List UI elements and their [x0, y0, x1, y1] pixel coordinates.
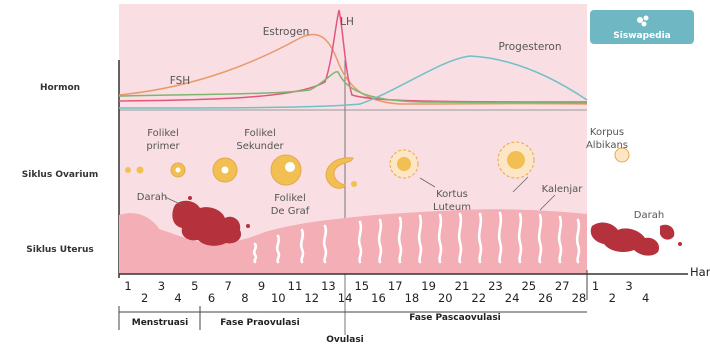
secondary-follicle-label-2: Sekunder [236, 141, 284, 152]
corpus-albicans-label-2: Albikans [586, 140, 628, 151]
graaf-follicle-label-2: De Graf [271, 206, 310, 217]
row-label-ovarian: Siklus Ovarium [22, 170, 98, 180]
day-number: 1 [124, 279, 131, 293]
x-axis-label: Hari [690, 265, 710, 279]
day-number: 28 [572, 291, 587, 305]
day-number: 25 [521, 279, 536, 293]
primary-follicle-label: Folikel [147, 128, 178, 139]
brand-logo: Siswapedia [590, 10, 694, 44]
day-number: 18 [405, 291, 420, 305]
row-label-uterine: Siklus Uterus [26, 245, 93, 255]
phase-menstruation: Menstruasi [132, 318, 189, 328]
day-number: 21 [455, 279, 470, 293]
follicle-dot [125, 167, 131, 173]
day-number: 5 [191, 279, 198, 293]
day-number: 26 [538, 291, 553, 305]
blood-label-right: Darah [634, 210, 664, 221]
day-number: 22 [471, 291, 486, 305]
day-number: 7 [225, 279, 232, 293]
day-number: 4 [174, 291, 181, 305]
day-number: 8 [241, 291, 248, 305]
day-number: 9 [258, 279, 265, 293]
row-label-hormone: Hormon [40, 83, 80, 93]
day-number: 19 [421, 279, 436, 293]
day-number: 11 [288, 279, 303, 293]
day-number: 17 [388, 279, 403, 293]
corpus-albicans-label: Korpus [590, 127, 624, 138]
day-number: 13 [321, 279, 336, 293]
day-number: 27 [555, 279, 570, 293]
blood-label-left: Darah [137, 192, 167, 203]
day-number: 24 [505, 291, 520, 305]
primary-follicle-label-2: primer [146, 141, 180, 152]
day-number: 10 [271, 291, 286, 305]
day-number: 12 [304, 291, 319, 305]
day-number: 4 [642, 291, 649, 305]
day-number: 3 [158, 279, 165, 293]
day-number: 15 [354, 279, 369, 293]
day-number: 3 [625, 279, 632, 293]
progesterone-label: Progesteron [499, 41, 562, 53]
day-number: 16 [371, 291, 386, 305]
lh-label: LH [340, 16, 354, 28]
day-number: 23 [488, 279, 503, 293]
estrogen-label: Estrogen [263, 26, 310, 38]
glands-label: Kalenjar [542, 184, 584, 195]
day-number: 14 [338, 291, 353, 305]
day-number: 6 [208, 291, 215, 305]
phase-preovulation: Fase Praovulasi [220, 318, 299, 328]
phase-postovulation: Fase Pascaovulasi [409, 313, 501, 323]
day-number: 1 [592, 279, 599, 293]
corpus-luteum-label: Kortus [436, 189, 468, 200]
graaf-follicle-label: Folikel [274, 193, 305, 204]
secondary-follicle-label: Folikel [244, 128, 275, 139]
day-number: 2 [141, 291, 148, 305]
day-number: 2 [609, 291, 616, 305]
follicle-dot [137, 167, 144, 174]
phase-ovulation: Ovulasi [326, 335, 364, 345]
day-number: 20 [438, 291, 453, 305]
brand-name: Siswapedia [613, 31, 670, 41]
released-ovum [351, 181, 357, 187]
fsh-label: FSH [170, 75, 190, 87]
